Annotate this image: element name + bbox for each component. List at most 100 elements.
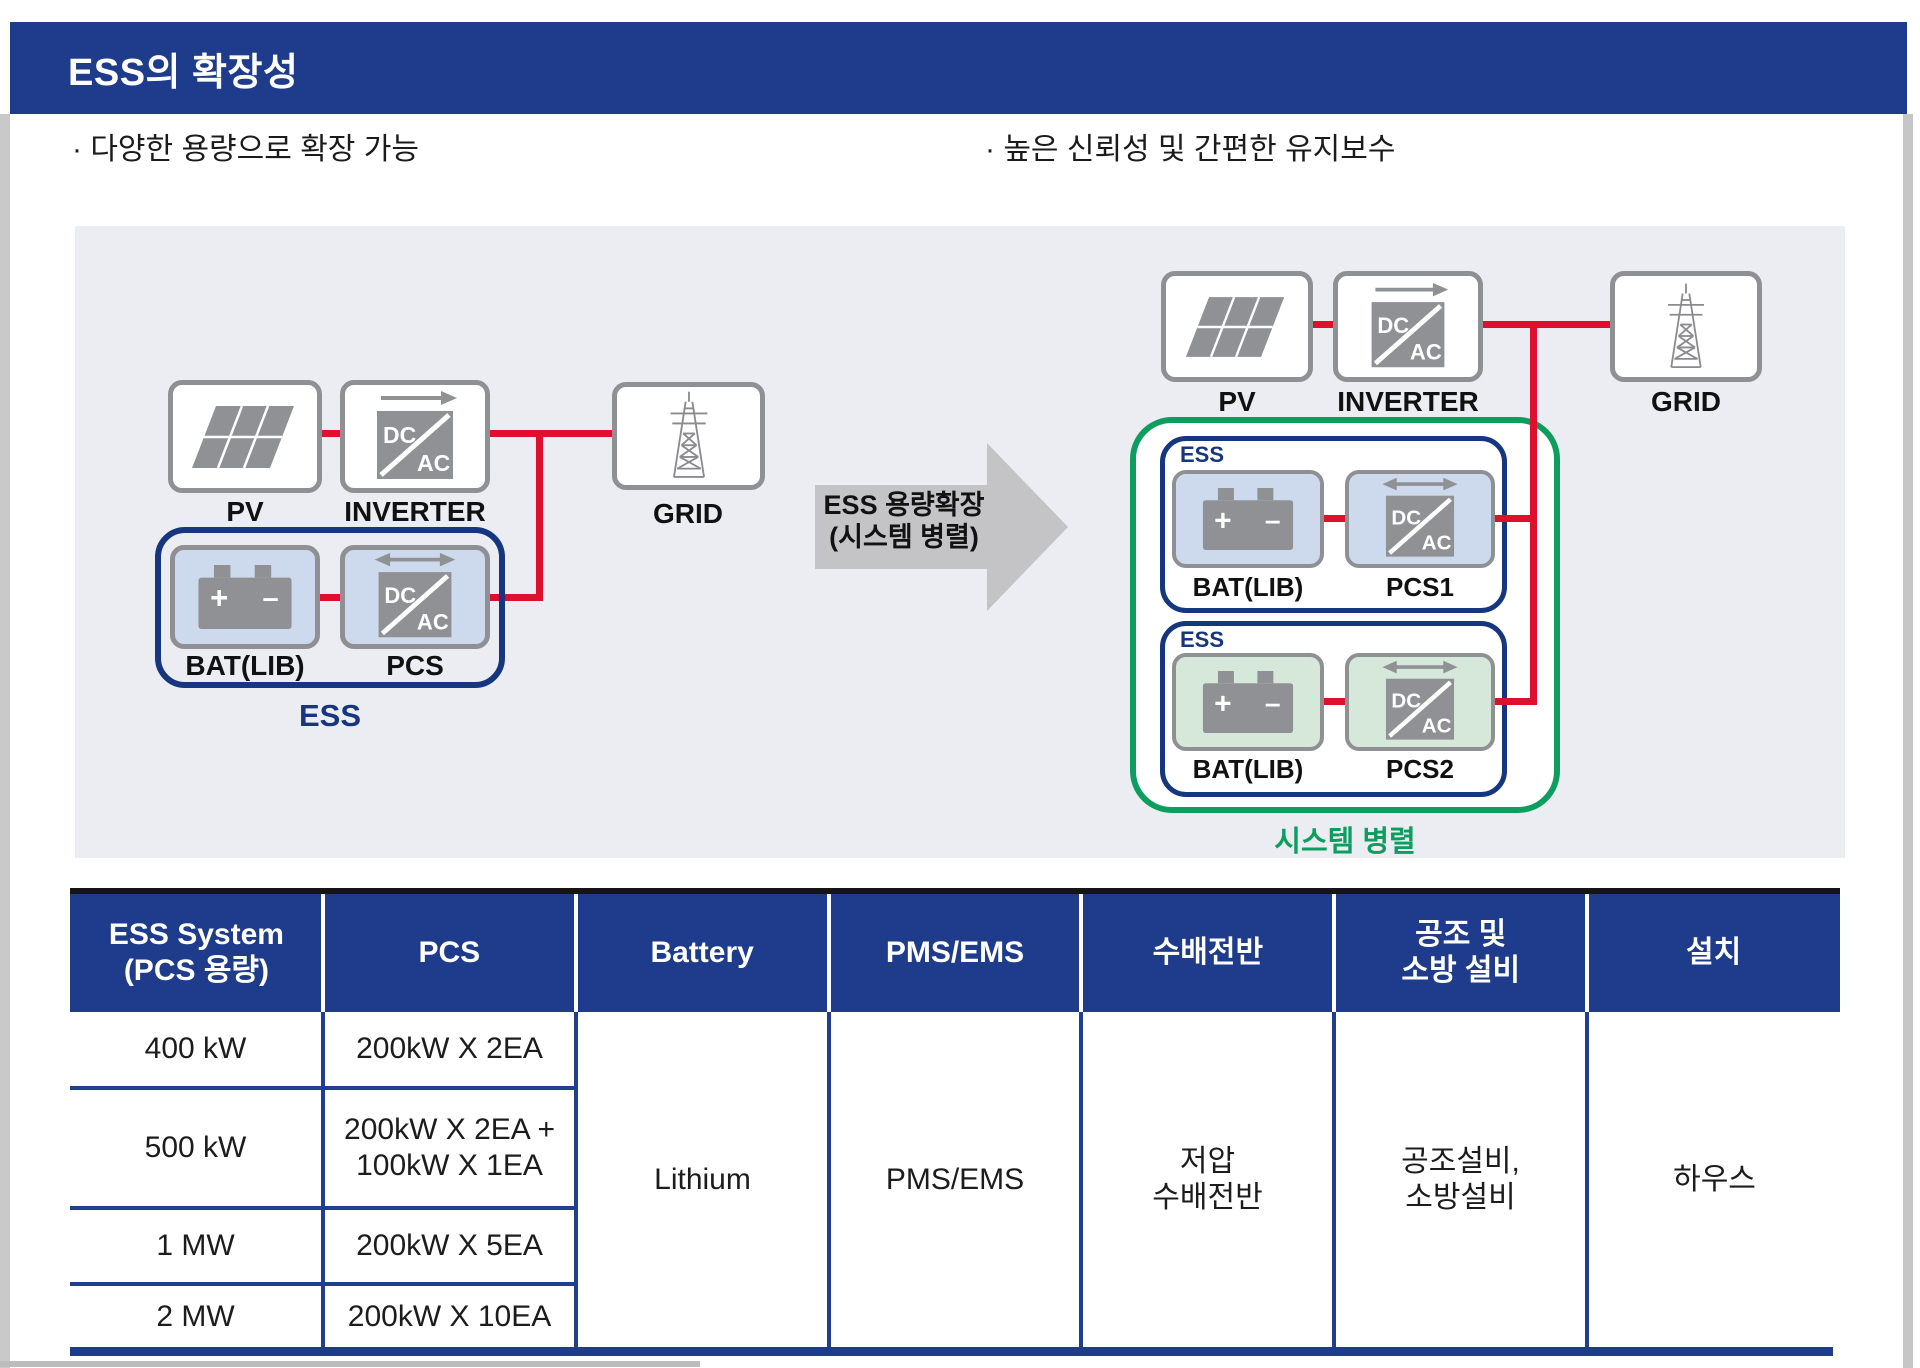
cell-pcs-1mw: 200kW X 5EA — [356, 1229, 543, 1262]
wire-pcs1-junction — [1495, 515, 1537, 522]
battery-minus: – — [262, 583, 278, 615]
wire-pv-inverter-right — [1313, 321, 1333, 328]
cell-capacity-500kw: 500 kW — [144, 1131, 247, 1164]
battery-minus: – — [1265, 686, 1281, 718]
inverter-label-left: INVERTER — [344, 496, 486, 527]
column-divider — [827, 1012, 831, 1347]
pv-box-right — [1161, 271, 1313, 382]
header-ess-system: ESS System (PCS 용량) — [108, 918, 284, 987]
header-separator — [827, 894, 831, 1012]
cell-pcs-400kw: 200kW X 2EA — [356, 1032, 543, 1065]
battery-label-2: BAT(LIB) — [1192, 754, 1304, 784]
wire-vertical-right — [1530, 321, 1537, 705]
battery-box-2: + – — [1172, 653, 1324, 751]
column-divider — [1332, 1012, 1336, 1347]
table-top-border — [70, 888, 1840, 894]
page-edge-right — [1903, 114, 1913, 1368]
battery-label-left: BAT(LIB) — [185, 650, 305, 681]
dc-label: DC — [384, 583, 416, 608]
header-install: 설치 — [1685, 936, 1742, 969]
wire-inverter-grid-right — [1483, 321, 1610, 328]
battery-plus: + — [1214, 687, 1232, 720]
solar-panel-icon — [1185, 296, 1285, 357]
grid-box-left — [612, 382, 765, 490]
header-battery: Battery — [650, 936, 754, 969]
battery-box-left: + – — [170, 545, 320, 649]
header-separator — [1585, 894, 1589, 1012]
row-divider — [70, 1282, 578, 1286]
wire-inverter-grid-left — [490, 430, 612, 437]
battery-box-1: + – — [1172, 470, 1324, 568]
solar-panel-icon — [192, 405, 294, 468]
expansion-arrow-text: ESS 용량확장 (시스템 병렬) — [823, 490, 985, 552]
pcs1-label: PCS1 — [1386, 572, 1454, 602]
battery-icon: + – — [198, 565, 292, 629]
cell-battery-merged: Lithium — [654, 1162, 751, 1196]
battery-icon: + – — [1202, 671, 1294, 733]
cell-switchgear-merged: 저압 수배전반 — [1152, 1144, 1263, 1214]
transmission-tower-icon — [670, 391, 707, 478]
cell-capacity-1mw: 1 MW — [156, 1229, 235, 1262]
wire-pv-inverter-left — [322, 430, 340, 437]
header-separator — [321, 894, 325, 1012]
header-separator — [1079, 894, 1083, 1012]
column-divider — [1079, 1012, 1083, 1347]
ac-label: AC — [1422, 531, 1452, 554]
dc-label: DC — [1391, 689, 1421, 712]
dc-ac-converter-icon: DC AC — [377, 390, 457, 479]
ess-caption-left: ESS — [298, 698, 362, 733]
ac-label: AC — [417, 450, 450, 476]
pcs2-box: DC AC — [1345, 653, 1495, 751]
battery-minus: – — [1265, 503, 1281, 535]
grid-label-left: GRID — [653, 498, 723, 529]
table-header-row: ESS System (PCS 용량) PCS Battery PMS/EMS … — [70, 894, 1840, 1012]
battery-plus: + — [1214, 504, 1232, 537]
ess-tag-1: ESS — [1180, 442, 1225, 467]
pcs-box-left: DC AC — [340, 545, 490, 649]
page-title: ESS의 확장성 — [68, 51, 299, 94]
header-separator — [574, 894, 578, 1012]
cell-pcs-500kw: 200kW X 2EA + 100kW X 1EA — [344, 1113, 555, 1182]
table-body: 400 kW 200kW X 2EA 500 kW 200kW X 2EA + … — [70, 1012, 1840, 1347]
ess-group-left — [155, 527, 505, 688]
header-hvac-fire: 공조 및 소방 설비 — [1401, 918, 1521, 987]
header-pms-ems: PMS/EMS — [885, 936, 1025, 969]
battery-icon: + – — [1202, 488, 1294, 550]
header-pcs: PCS — [418, 936, 481, 969]
spec-table: ESS System (PCS 용량) PCS Battery PMS/EMS … — [70, 888, 1840, 1356]
bullet-reliability: · 높은 신뢰성 및 간편한 유지보수 — [985, 133, 1396, 166]
header-separator — [1332, 894, 1336, 1012]
pv-label-left: PV — [226, 496, 264, 527]
inverter-box-right: DC AC — [1333, 271, 1483, 382]
cell-hvac-merged: 공조설비, 소방설비 — [1401, 1144, 1520, 1214]
cell-pms-merged: PMS/EMS — [885, 1162, 1025, 1196]
battery-label-1: BAT(LIB) — [1192, 572, 1304, 602]
page-edge-bottom — [0, 1361, 700, 1367]
battery-plus: + — [210, 581, 228, 616]
dc-ac-bidirectional-icon: DC AC — [1382, 660, 1458, 740]
cell-install-merged: 하우스 — [1673, 1162, 1756, 1196]
wire-pcs-junction-left — [490, 594, 540, 601]
pcs1-box: DC AC — [1345, 470, 1495, 568]
ac-label: AC — [417, 610, 449, 635]
wire-vertical-left — [536, 430, 543, 601]
inverter-box-left: DC AC — [340, 380, 490, 493]
pcs-label-left: PCS — [386, 650, 444, 681]
header-switchgear: 수배전반 — [1152, 936, 1264, 969]
expansion-arrow-icon — [815, 443, 1068, 611]
inverter-label-right: INVERTER — [1337, 386, 1479, 417]
cell-capacity-400kw: 400 kW — [144, 1032, 247, 1065]
ac-label: AC — [1422, 714, 1452, 737]
pv-label-right: PV — [1218, 386, 1256, 417]
dc-ac-converter-icon: DC AC — [1371, 282, 1449, 367]
cell-pcs-2mw: 200kW X 10EA — [347, 1299, 552, 1333]
dc-label: DC — [1391, 506, 1421, 529]
column-divider — [321, 1012, 325, 1347]
pcs2-label: PCS2 — [1386, 754, 1454, 784]
row-divider — [70, 1206, 578, 1210]
transmission-tower-icon — [1668, 283, 1704, 368]
table-bottom-border — [70, 1347, 1833, 1356]
pv-box-left — [168, 380, 322, 493]
column-divider — [574, 1012, 578, 1347]
